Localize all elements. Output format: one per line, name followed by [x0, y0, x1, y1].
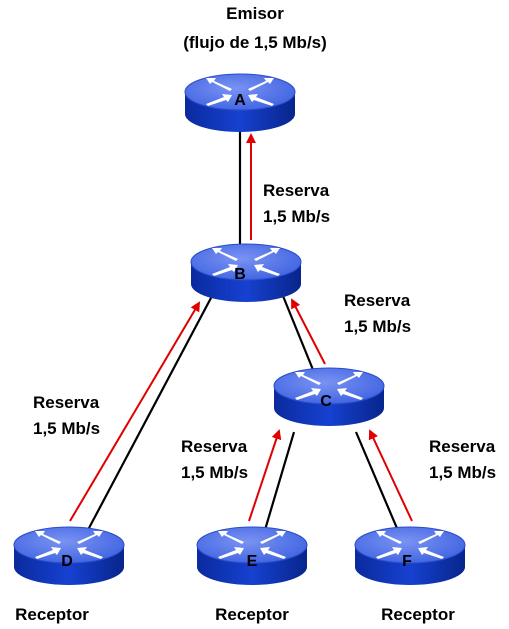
- reservation-label-bc: Reserva 1,5 Mb/s: [344, 291, 411, 336]
- router-f-label: F: [402, 553, 412, 570]
- reservation-arrow-d-b: [69, 301, 201, 522]
- router-b-label: B: [234, 266, 246, 283]
- router-e: E: [196, 526, 308, 586]
- router-c: C: [273, 367, 385, 427]
- reservation-bc-line2: 1,5 Mb/s: [344, 317, 411, 336]
- receiver-f-label: Receptor: [381, 605, 455, 624]
- router-b: B: [190, 243, 302, 303]
- link-b-d: [79, 295, 213, 546]
- reservation-fc-line1: Reserva: [429, 437, 496, 456]
- router-f: F: [354, 526, 466, 586]
- reservation-label-ec: Reserva 1,5 Mb/s: [181, 437, 248, 482]
- reservation-ab-line2: 1,5 Mb/s: [263, 207, 330, 226]
- router-c-label: C: [320, 393, 332, 410]
- reservation-bc-line1: Reserva: [344, 291, 411, 310]
- router-a-label: A: [234, 92, 246, 109]
- reservation-label-ab: Reserva 1,5 Mb/s: [263, 181, 330, 226]
- receiver-d-label: Receptor: [15, 605, 89, 624]
- reservation-arrow-e-c: [248, 429, 282, 522]
- reservation-ec-line1: Reserva: [181, 437, 248, 456]
- receiver-e-label: Receptor: [215, 605, 289, 624]
- reservation-ab-line1: Reserva: [263, 181, 330, 200]
- router-d-label: D: [61, 553, 73, 570]
- router-d: D: [13, 526, 125, 586]
- reservation-db-line1: Reserva: [33, 393, 100, 412]
- router-a: A: [184, 73, 296, 133]
- reservation-ec-line2: 1,5 Mb/s: [181, 463, 248, 482]
- reservation-arrow-c-b: [291, 298, 326, 365]
- link-c-f: [354, 431, 404, 541]
- router-e-label: E: [247, 553, 258, 570]
- reservation-label-db: Reserva 1,5 Mb/s: [33, 393, 100, 438]
- reservation-arrow-f-c: [368, 429, 413, 522]
- link-b-c: [281, 295, 320, 383]
- reservation-fc-line2: 1,5 Mb/s: [429, 463, 496, 482]
- reservation-db-line2: 1,5 Mb/s: [33, 419, 100, 438]
- sender-subtitle: (flujo de 1,5 Mb/s): [183, 33, 327, 52]
- reservation-label-fc: Reserva 1,5 Mb/s: [429, 437, 496, 482]
- link-c-e: [260, 431, 296, 541]
- sender-title: Emisor: [226, 4, 284, 23]
